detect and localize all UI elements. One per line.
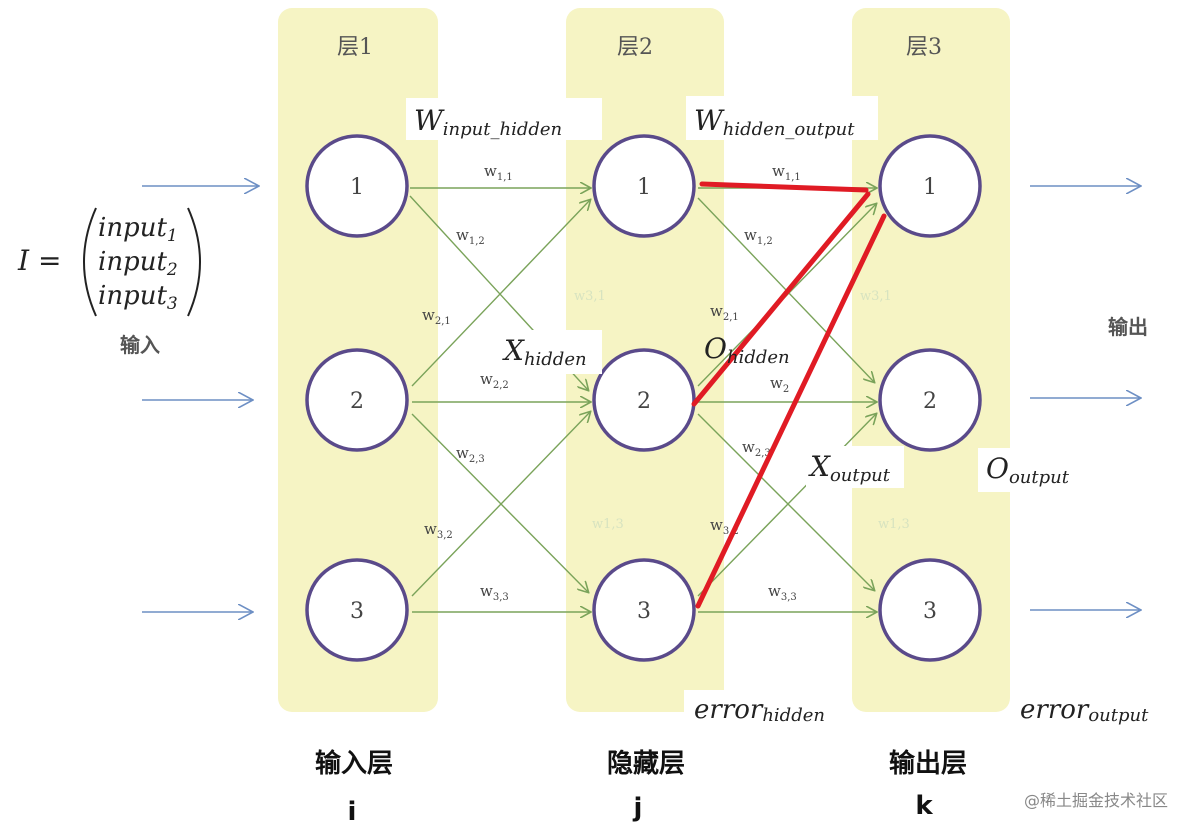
weight-label-ih-4: w2,2: [480, 370, 509, 391]
weight-label-ih-3: w2,1: [422, 306, 451, 327]
weight-label-ih-1: w1,1: [484, 162, 513, 183]
node-input-3: [305, 558, 409, 662]
input-entry-2: input2: [98, 247, 178, 280]
highlight-lines: [691, 181, 887, 609]
connection-i3-h2: [411, 412, 590, 597]
highlight-h3-o1: [695, 213, 887, 609]
node-output-3: [878, 558, 982, 662]
connection-h3-o2: [697, 414, 876, 597]
input-entry-1: input1: [98, 213, 178, 246]
node-hidden-1: [592, 134, 696, 238]
weight-label-ih-6: w3,2: [424, 520, 453, 541]
layer-index-2: j: [633, 793, 643, 823]
layer-title-3: 层3: [906, 35, 942, 60]
output-arrows: [1030, 186, 1140, 610]
node-output-2: [878, 348, 982, 452]
label-error-hidden: errorhidden: [694, 695, 825, 726]
faint-weight-4: w1,3: [878, 517, 910, 532]
connections-input-hidden: [409, 188, 590, 612]
weight-label-ih-5: w2,3: [456, 444, 485, 465]
left-paren: [83, 207, 97, 317]
label-x-output: Xoutput: [808, 450, 891, 486]
node-label-output-2: 2: [923, 389, 937, 414]
input-caption: 输入: [120, 333, 160, 357]
input-arrows: [142, 186, 258, 612]
node-hidden-2: [592, 348, 696, 452]
right-paren: [187, 207, 201, 317]
weight-labels-hidden-output: w1,1 w1,2 w2,1 w2 w2,3 w3,2 w3,3: [710, 162, 801, 603]
weight-label-ih-7: w3,3: [480, 582, 509, 603]
weight-label-ho-2: w1,2: [744, 226, 773, 247]
node-hidden-3: [592, 558, 696, 662]
node-label-output-3: 3: [923, 599, 937, 624]
label-error-output: erroroutput: [1020, 695, 1149, 726]
output-caption: 输出: [1108, 315, 1148, 339]
node-label-hidden-3: 3: [637, 599, 651, 624]
node-label-output-1: 1: [923, 175, 937, 200]
connection-i2-h3: [411, 413, 588, 592]
weight-label-ho-4: w2: [770, 374, 789, 395]
input-entry-3: input3: [98, 281, 178, 314]
connection-i2-h1: [411, 200, 590, 387]
label-o-hidden: Ohidden: [704, 332, 790, 368]
layer-index-1: i: [348, 797, 357, 827]
node-output-1: [878, 134, 982, 238]
label-o-output: Ooutput: [986, 452, 1070, 488]
faint-weight-2: w1,3: [592, 517, 624, 532]
layer-name-3: 输出层: [889, 748, 967, 779]
weight-label-ih-2: w1,2: [456, 226, 485, 247]
layer-index-3: k: [915, 791, 933, 821]
weight-label-ho-1: w1,1: [772, 162, 801, 183]
weight-label-ho-5: w2,3: [742, 438, 771, 459]
layer-name-1: 输入层: [315, 748, 393, 779]
highlight-h2-o1: [691, 191, 871, 407]
faint-weight-1: w3,1: [574, 289, 606, 304]
node-input-2: [305, 348, 409, 452]
math-label-backgrounds: [406, 96, 1164, 734]
weight-labels-input-hidden: w1,1 w1,2 w2,1 w2,2 w2,3 w3,2 w3,3: [422, 162, 513, 603]
watermark: @稀土掘金技术社区: [1024, 791, 1168, 810]
weight-label-ho-7: w3,3: [768, 582, 797, 603]
input-vector-lhs: I =: [17, 244, 61, 277]
layer-name-2: 隐藏层: [607, 749, 685, 779]
faint-weight-3: w3,1: [860, 289, 892, 304]
node-label-hidden-1: 1: [637, 175, 651, 200]
layer-title-2: 层2: [617, 35, 653, 60]
node-label-hidden-2: 2: [637, 389, 651, 414]
input-vector: I = input1 input2 input3: [10, 198, 214, 320]
label-w-input-hidden: Winput_hidden: [414, 104, 562, 140]
label-x-hidden: Xhidden: [502, 334, 587, 370]
label-w-hidden-output: Whidden_output: [694, 104, 855, 140]
nodes: [305, 134, 982, 662]
node-numbers: 1 2 3 1 2 3 1 2 3: [350, 175, 937, 624]
node-label-input-3: 3: [350, 599, 364, 624]
node-label-input-1: 1: [350, 175, 364, 200]
node-input-1: [305, 134, 409, 238]
highlight-h1-o1: [699, 181, 869, 193]
connection-h2-o3: [697, 413, 874, 590]
node-label-input-2: 2: [350, 389, 364, 414]
layer-title-1: 层1: [337, 35, 373, 60]
weight-label-ho-3: w2,1: [710, 302, 739, 323]
